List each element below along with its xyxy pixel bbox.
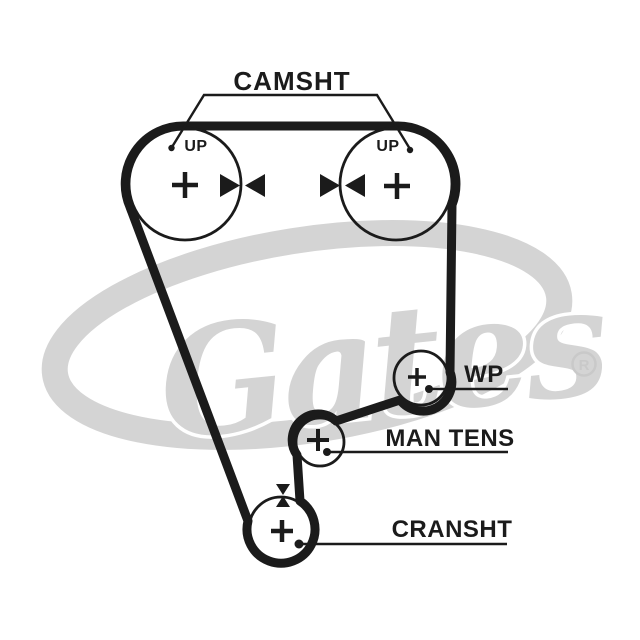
- manual-tensioner-callout: MAN TENS: [323, 425, 514, 456]
- axle-cross-water-pump: [408, 368, 426, 386]
- gates-watermark: Gates R: [41, 220, 618, 478]
- svg-text:R: R: [579, 357, 590, 374]
- gates-swoosh-ellipse: [41, 220, 573, 450]
- alignment-arrows-left: [220, 174, 265, 197]
- arrow-up-icon: [276, 496, 290, 507]
- water-pump-callout: WP: [425, 361, 508, 393]
- axle-cross-tensioner: [307, 429, 329, 451]
- timing-belt: [120, 121, 461, 568]
- up-label-right: UP: [376, 138, 399, 155]
- arrow-left-icon: [245, 174, 265, 197]
- axle-cross-cam-right: [384, 173, 410, 199]
- crankshaft-callout: CRANSHT: [294, 516, 513, 549]
- tensioner-pulley: [294, 416, 346, 468]
- axle-cross-cam-left: [172, 172, 198, 198]
- arrow-right-icon: [220, 174, 240, 197]
- manual-tensioner-label: MAN TENS: [385, 425, 514, 452]
- arrow-left-icon: [345, 174, 365, 197]
- camshaft-label: CAMSHT: [233, 66, 350, 96]
- water-pump-pulley: [392, 349, 450, 407]
- crankshaft-label: CRANSHT: [392, 516, 513, 543]
- alignment-arrows-right: [320, 174, 365, 197]
- axle-cross-crankshaft: [271, 520, 293, 542]
- camshaft-bracket-line: [170, 93, 412, 150]
- up-label-left: UP: [184, 138, 207, 155]
- crank-alignment-marks: [276, 484, 290, 507]
- camshaft-callout: CAMSHT: [168, 66, 414, 154]
- water-pump-label: WP: [464, 361, 504, 388]
- arrow-right-icon: [320, 174, 340, 197]
- crankshaft-pulley: [247, 495, 315, 563]
- registered-trademark-icon: R: [571, 351, 597, 377]
- camshaft-bracket-dot-left: [168, 144, 175, 152]
- camshaft-bracket-dot-right: [406, 146, 414, 154]
- arrow-down-icon: [276, 484, 290, 495]
